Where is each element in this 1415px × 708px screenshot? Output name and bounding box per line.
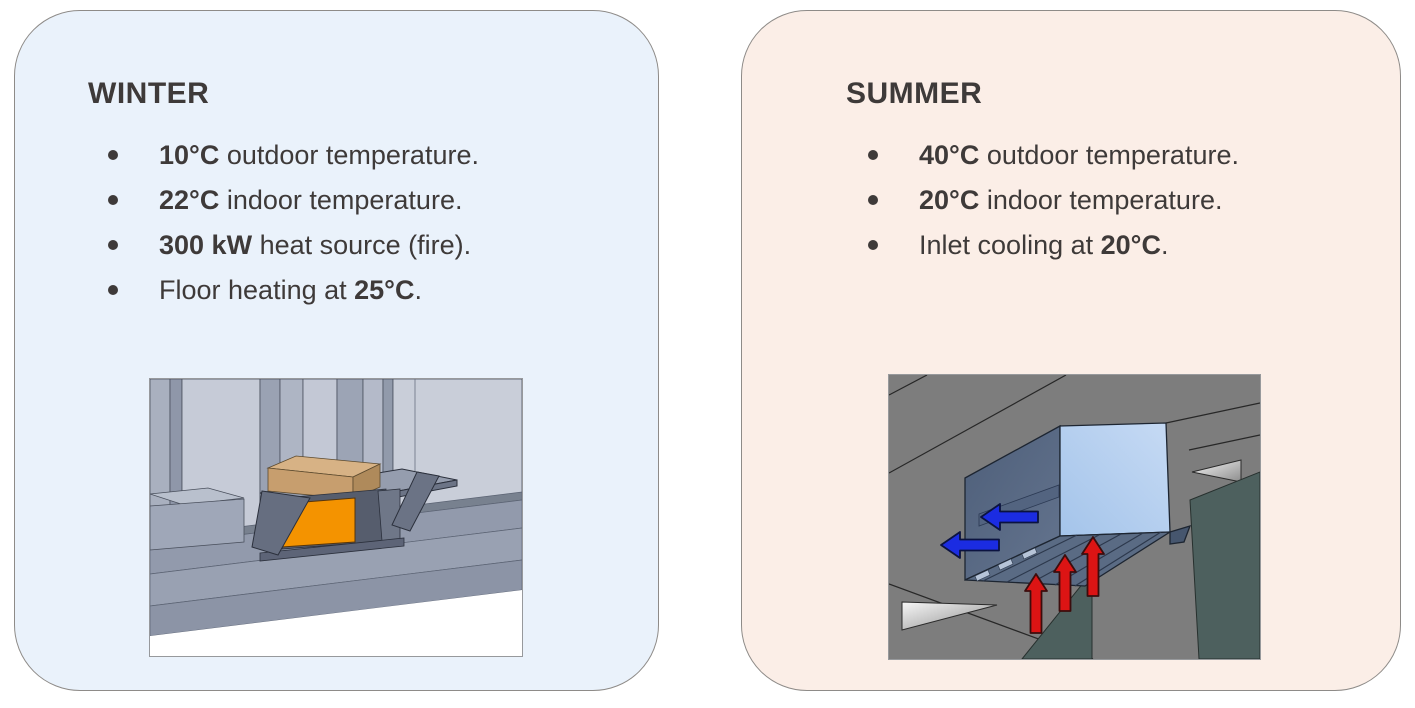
cold-air-arrows xyxy=(940,503,1039,559)
winter-illustration xyxy=(149,378,523,657)
bullet-item: 20°C indoor temperature. xyxy=(868,178,1239,223)
teal-panel-right xyxy=(1189,471,1260,659)
teal-panel-bottom-left xyxy=(1021,570,1093,659)
summer-card: SUMMER 40°C outdoor temperature.20°C ind… xyxy=(741,10,1401,691)
bullet-item: Inlet cooling at 20°C. xyxy=(868,223,1239,268)
vent-triangle-bottom-left xyxy=(901,601,998,631)
frame-bottom-tray xyxy=(259,537,405,562)
warm-air-arrows xyxy=(1024,536,1105,634)
bullet-item: 300 kW heat source (fire). xyxy=(108,223,479,268)
winter-card: WINTER 10°C outdoor temperature.22°C ind… xyxy=(14,10,659,691)
support-frame xyxy=(251,455,458,562)
fire-heat-source-render xyxy=(150,379,522,656)
bullet-item: 10°C outdoor temperature. xyxy=(108,133,479,178)
bullet-item: 22°C indoor temperature. xyxy=(108,178,479,223)
vent-triangle-right xyxy=(1191,459,1242,483)
winter-bullet-list: 10°C outdoor temperature.22°C indoor tem… xyxy=(108,133,479,313)
winter-title: WINTER xyxy=(88,77,210,110)
bullet-item: 40°C outdoor temperature. xyxy=(868,133,1239,178)
grille-slots xyxy=(974,547,1038,582)
grille-end-cap xyxy=(1169,525,1192,545)
unit-front-face xyxy=(1059,422,1171,537)
summer-bullet-list: 40°C outdoor temperature.20°C indoor tem… xyxy=(868,133,1239,268)
bullet-item: Floor heating at 25°C. xyxy=(108,268,479,313)
ceiling-cooling-unit-render xyxy=(889,375,1260,659)
frame-left-leg xyxy=(251,490,311,556)
ledge-box xyxy=(150,487,245,551)
summer-illustration xyxy=(888,374,1261,660)
frame-right-arm xyxy=(391,471,440,532)
summer-title: SUMMER xyxy=(846,77,983,110)
